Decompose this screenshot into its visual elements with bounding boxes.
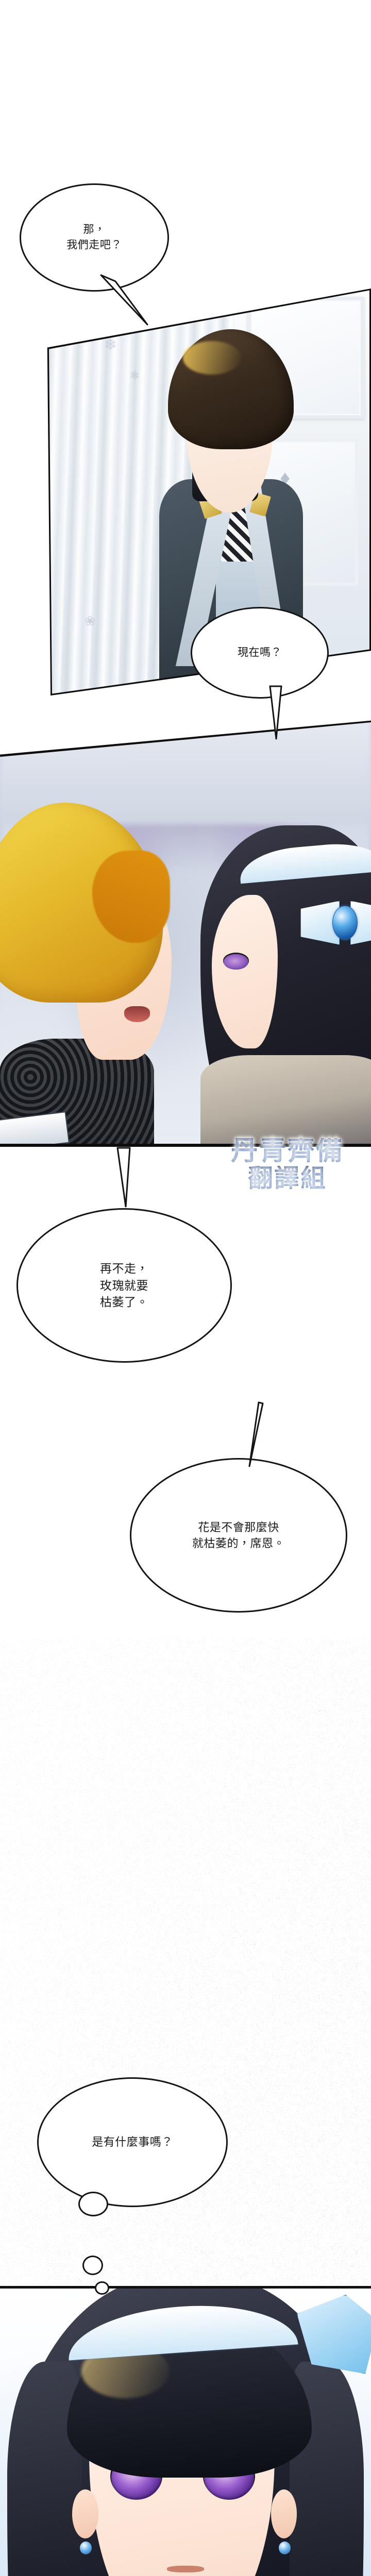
thought-dot-1 [82, 2256, 103, 2275]
thought-dot-2 [95, 2281, 109, 2295]
man-mouth [124, 1006, 150, 1023]
bubble-4-tail [248, 1401, 264, 1467]
blonde-man-figure [0, 802, 193, 1147]
closeup-ear-left [72, 2489, 98, 2538]
speech-bubble-1-text: 那， 我們走吧？ [66, 224, 122, 251]
halftone-noise-texture [0, 1638, 371, 2285]
speech-bubble-2-text: 現在嗎？ [238, 647, 282, 659]
bow-blue-gem [332, 905, 358, 940]
closeup-hair-strand-left [7, 2361, 82, 2576]
speech-bubble-4: 花是不會那麼快 就枯萎的，席恩。 [130, 1458, 347, 1613]
girl-ribbon-bow [300, 895, 371, 954]
wall-ornament-d: ❀ [84, 613, 96, 629]
wall-ornament-b: ❃ [130, 369, 140, 382]
closeup-ear-right [271, 2489, 297, 2538]
boy-hair [168, 329, 294, 449]
wall-ornament-a: ❄ [104, 336, 117, 353]
speech-bubble-4-text: 花是不會那麼快 就枯萎的，席恩。 [192, 1520, 285, 1550]
watermark-line-2: 翻譯組 [248, 1164, 327, 1192]
panel-2-garden-couple [0, 720, 371, 1147]
thought-bubble-5: 是有什麼事嗎？ [37, 2077, 228, 2207]
girl-eye [223, 954, 249, 970]
speech-bubble-3-text: 再不走， 玫瑰就要 枯萎了。 [100, 1262, 148, 1309]
thought-tail-bump [78, 2192, 108, 2216]
closeup-earring-left [79, 2541, 92, 2554]
speech-bubble-1: 那， 我們走吧？ [20, 183, 169, 292]
speech-bubble-2: 現在嗎？ [191, 607, 329, 699]
thought-bubble-5-text: 是有什麼事嗎？ [92, 2136, 173, 2149]
bubble-3-tail [116, 1147, 131, 1208]
bubble-1-tail [100, 274, 148, 326]
panel-4-girl-closeup [0, 2286, 371, 2576]
girl-dress [200, 1055, 371, 1147]
girl-face [212, 895, 278, 1048]
speech-bubble-3: 再不走， 玫瑰就要 枯萎了。 [16, 1208, 232, 1363]
man-blonde-hair [0, 802, 163, 1003]
bubble-2-tail [269, 685, 282, 740]
closeup-earring-right [279, 2541, 291, 2554]
closeup-mouth [167, 2566, 204, 2573]
girl-figure [200, 811, 371, 1147]
